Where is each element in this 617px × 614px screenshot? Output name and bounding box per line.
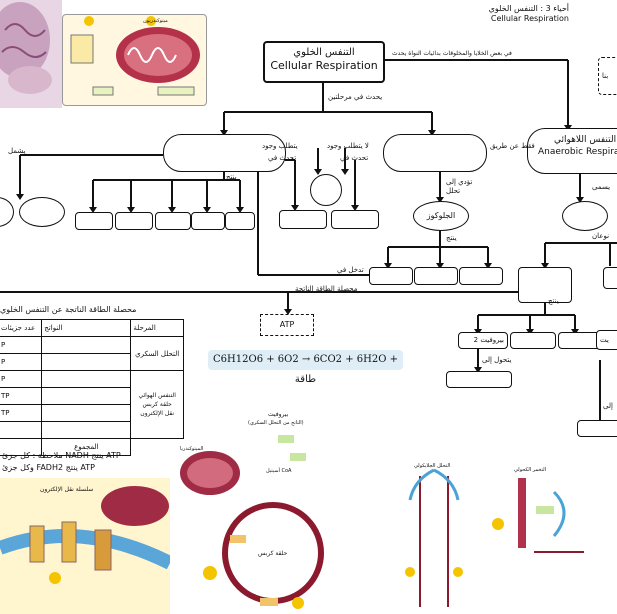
etc-illustration: سلسلة نقل الإلكترون [0, 478, 170, 614]
stage-etc: نقل الإلكترون [140, 410, 175, 417]
ferment-box-1[interactable] [518, 267, 572, 303]
label-breakdown: تحلل [446, 187, 461, 195]
glyco-title: التحلل الجلايكولي [414, 463, 451, 469]
ferment-box-2[interactable] [603, 267, 617, 289]
respiration-equation: C6H12O6 + 6O2 → 6CO2 + 6H2O + طاقة [208, 350, 403, 385]
stage-aerobic: التنفس الهوائي حلقة كربس نقل الإلكترون [130, 370, 184, 439]
anaerobic-ar: التنفس اللاهوائي [554, 135, 617, 145]
label-occurs-2: تحدث في [340, 154, 369, 162]
product-box-1[interactable] [75, 212, 113, 230]
glyco-box-1[interactable] [369, 267, 413, 285]
left-oval-2[interactable] [19, 197, 65, 227]
cell-atp-4: TP [0, 387, 43, 405]
note-2: وكل جزئ FADH2 ينتج ATP [2, 463, 95, 472]
label-produces-1: ينتج [226, 173, 237, 181]
label-no-o2: لا يتطلب وجود [327, 142, 369, 150]
right-oval[interactable] [562, 201, 608, 231]
site-circle[interactable] [310, 174, 342, 206]
product-box-4[interactable] [191, 212, 225, 230]
total-label: المجموع [41, 438, 132, 456]
krebs-illustration: بيروفيت (الناتج من التحلل السكري) الميتو… [178, 405, 353, 614]
fermentation-illustration: التخمر الكحولي [484, 462, 604, 614]
aerobic-box[interactable] [163, 134, 286, 172]
krebs-title: بيروفيت [268, 411, 289, 418]
label-two-stages: يحدث في مرحلتين [328, 93, 383, 101]
cell-atp-3: P [0, 370, 43, 388]
atp-result-box[interactable]: ATP [260, 314, 314, 336]
right-cut-text: بنا [602, 72, 609, 80]
product-box-5[interactable] [225, 212, 255, 230]
krebs-sub: (الناتج من التحلل السكري) [248, 420, 304, 426]
cycle-label: حلقة كربس [258, 550, 288, 557]
acetyl-label: أسيتيل CoA [266, 468, 292, 474]
label-only-via: فقط عن طريق [490, 142, 535, 150]
note-1: ملاحظة : كل جزئ NADH ينتج ATP [2, 451, 121, 460]
anaerobic-en: Anaerobic Respiration [538, 147, 617, 157]
right-cut-box-2: يت [596, 330, 617, 350]
glyco-box-2[interactable] [414, 267, 458, 285]
ferment-title: التخمر الكحولي [514, 467, 547, 473]
label-enters-in: تدخل في [337, 266, 364, 274]
etc-title: سلسلة نقل الإلكترون [40, 486, 94, 493]
main-box-en: Cellular Respiration [270, 59, 378, 72]
label-occurs-1: تحدث في [268, 154, 297, 162]
cell-atp-5: TP [0, 404, 43, 422]
label-prokaryotes: في بعض الخلايا والمخلوقات بدائيات النواة… [392, 50, 512, 57]
site-box-1[interactable] [279, 210, 327, 229]
label-total-energy: محصلة الطاقة الناتجة [295, 285, 358, 293]
glucose-label: الجلوكوز [426, 211, 456, 220]
label-produces-2: ينتج [446, 234, 457, 242]
glycolysis-illustration: التحلل الجلايكولي [390, 462, 478, 614]
stage-krebs: حلقة كربس [142, 401, 172, 408]
header-title-ar: أحياء 3 : التنفس الخلوي [488, 4, 569, 13]
th-stage: المرحلة [130, 319, 184, 337]
converts-box-2[interactable] [577, 420, 617, 437]
label-produces-4: ينتج [548, 297, 559, 305]
anaerobic-stage-box[interactable] [383, 134, 487, 172]
mitochondria-diagram: ميتوكندريون [62, 14, 207, 106]
atp-result-label: ATP [279, 320, 295, 329]
th-products: النواتج [41, 319, 132, 337]
label-called: يسمى [592, 183, 611, 191]
table-title: محصلة الطاقة الناتجة عن التنفس الخلوي [0, 305, 137, 314]
label-leads-to: تؤدي إلى [446, 178, 473, 186]
product-box-3[interactable] [155, 212, 191, 230]
cell-illustration [0, 0, 62, 108]
cellular-respiration-box: التنفس الخلوي Cellular Respiration [263, 41, 385, 83]
right-cut-text-2: يت [600, 336, 609, 344]
pyruvate-box: 2 بيروفيت [458, 332, 508, 349]
product-box-2[interactable] [115, 212, 153, 230]
energy-table: عدد جزيئات النواتج المرحلة P التحلل السكر… [0, 319, 184, 456]
site-box-2[interactable] [331, 210, 379, 229]
right-cut-box: بنا [598, 57, 617, 95]
glucose-oval: الجلوكوز [413, 201, 469, 231]
cell-atp-2: P [0, 353, 43, 371]
header-title-en: Cellular Respiration [490, 14, 569, 23]
anaerobic-respiration-box: التنفس اللاهوائي Anaerobic Respiration [527, 128, 617, 174]
glyco-box-3[interactable] [459, 267, 503, 285]
th-count: عدد جزيئات [0, 319, 43, 337]
mito2-label: الميتوكندريا [180, 446, 204, 452]
converts-box[interactable] [446, 371, 512, 388]
label-converts-to-2: إلى [603, 402, 613, 410]
stage-aerobic-label: التنفس الهوائي [138, 392, 176, 399]
pyruvate-box-2[interactable] [510, 332, 556, 349]
pyruvate-label: 2 بيروفيت [473, 336, 504, 344]
label-types: نوعان [592, 232, 610, 240]
label-requires: يتطلب وجود [262, 142, 298, 150]
label-converts-to: يتحول إلى [482, 356, 512, 364]
cell-atp-1: P [0, 336, 43, 354]
main-box-ar: التنفس الخلوي [293, 47, 355, 58]
stage-glycolysis: التحلل السكري [130, 336, 184, 371]
label-includes: يشمل [8, 147, 26, 155]
mito-title: ميتوكندريون [143, 18, 168, 24]
